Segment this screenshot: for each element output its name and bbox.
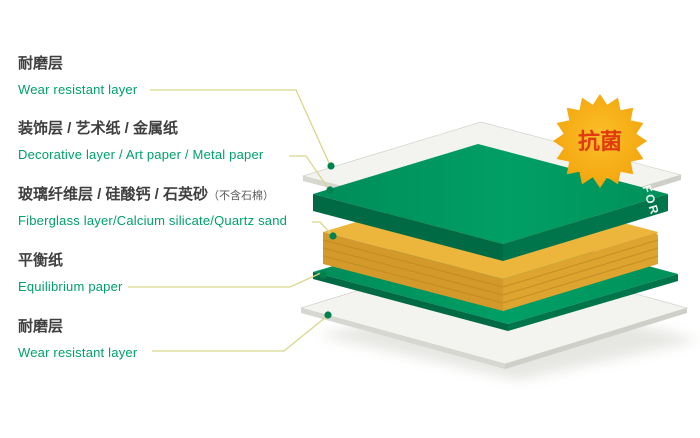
layer-label-group-decorative: 装饰层 / 艺术纸 / 金属纸 Decorative layer / Art p…: [18, 120, 263, 163]
label-zh: 玻璃纤维层 / 硅酸钙 / 石英砂（不含石棉）: [18, 186, 287, 204]
layer-label-group-fiberglass: 玻璃纤维层 / 硅酸钙 / 石英砂（不含石棉） Fiberglass layer…: [18, 186, 287, 229]
connector-line-1: [150, 89, 330, 164]
connector-dot-4: [319, 271, 327, 279]
connector-line-5: [152, 316, 327, 352]
antibacterial-badge-star: [553, 94, 647, 188]
connector-dot-3: [329, 232, 337, 240]
connector-dot-2: [326, 186, 334, 194]
label-zh: 装饰层 / 艺术纸 / 金属纸: [18, 120, 179, 137]
connector-line-4: [128, 272, 322, 288]
label-zh-main: 玻璃纤维层 / 硅酸钙 / 石英砂: [18, 186, 209, 203]
layer-label-group-top-wear: 耐磨层 Wear resistant layer: [18, 55, 137, 98]
label-zh: 耐磨层: [18, 55, 64, 72]
label-en: Wear resistant layer: [18, 345, 138, 360]
label-zh-note: （不含石棉）: [208, 190, 275, 202]
label-en: Decorative layer / Art paper / Metal pap…: [18, 147, 264, 162]
connector-line-2: [289, 155, 329, 189]
antibacterial-badge: 抗菌: [553, 94, 647, 188]
equilibrium-right-face: [508, 274, 678, 331]
label-en: Wear resistant layer: [18, 82, 138, 97]
bottom-sheet-right-face: [505, 308, 687, 369]
label-en: Fiberglass layer/Calcium silicate/Quartz…: [18, 213, 288, 228]
connector-dot-1: [327, 162, 335, 170]
connector-dot-5: [324, 311, 332, 319]
core-sheet-lines: [322, 239, 659, 304]
decorative-left-face: [313, 194, 503, 261]
label-zh: 平衡纸: [18, 252, 64, 269]
decorative-right-face: [503, 194, 668, 261]
equilibrium-left-face: [313, 272, 508, 331]
connector-dots: [319, 162, 337, 319]
antibacterial-badge-text: 抗菌: [578, 129, 622, 154]
bottom-sheet-left-face: [301, 308, 505, 369]
connector-line-3: [312, 221, 332, 235]
connector-lines: [128, 89, 332, 352]
decorative-top-face: [313, 144, 668, 244]
layer-label-group-bottom-wear: 耐磨层 Wear resistant layer: [18, 318, 137, 361]
label-zh: 耐磨层: [18, 318, 64, 335]
label-en: Equilibrium paper: [18, 279, 123, 294]
layer-label-group-equilibrium: 平衡纸 Equilibrium paper: [18, 252, 123, 295]
